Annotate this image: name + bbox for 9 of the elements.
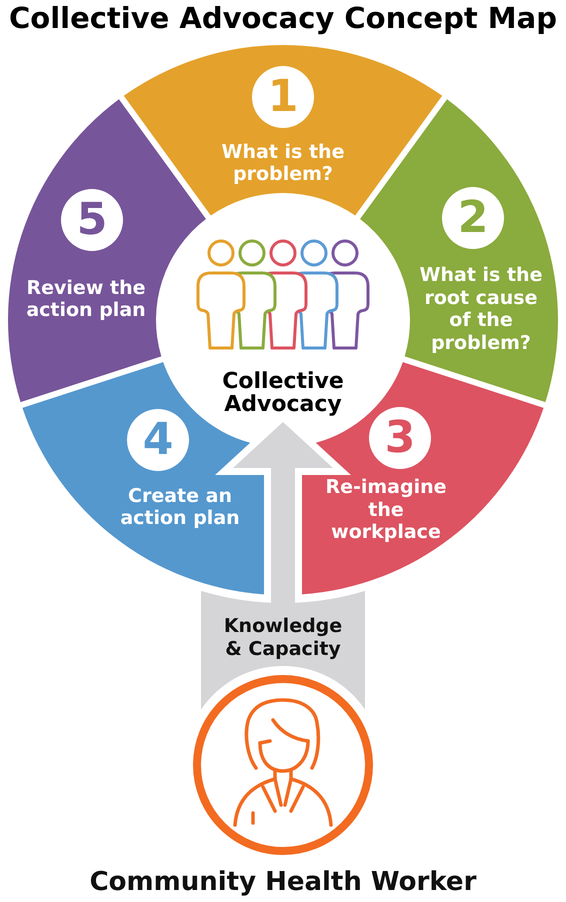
step-label: Review the action plan bbox=[25, 276, 147, 322]
step-label: Create an action plan bbox=[119, 484, 241, 530]
concept-label: Collective Advocacy bbox=[221, 370, 345, 416]
step-label: What is the root cause of the problem? bbox=[418, 264, 544, 354]
step-label: What is the problem? bbox=[220, 140, 346, 186]
node-label: Community Health Worker bbox=[88, 867, 478, 897]
step-label: Re-imagine the workplace bbox=[324, 476, 448, 544]
edge-label: Knowledge & Capacity bbox=[222, 615, 344, 661]
title: Collective Advocacy Concept Map bbox=[8, 0, 558, 36]
